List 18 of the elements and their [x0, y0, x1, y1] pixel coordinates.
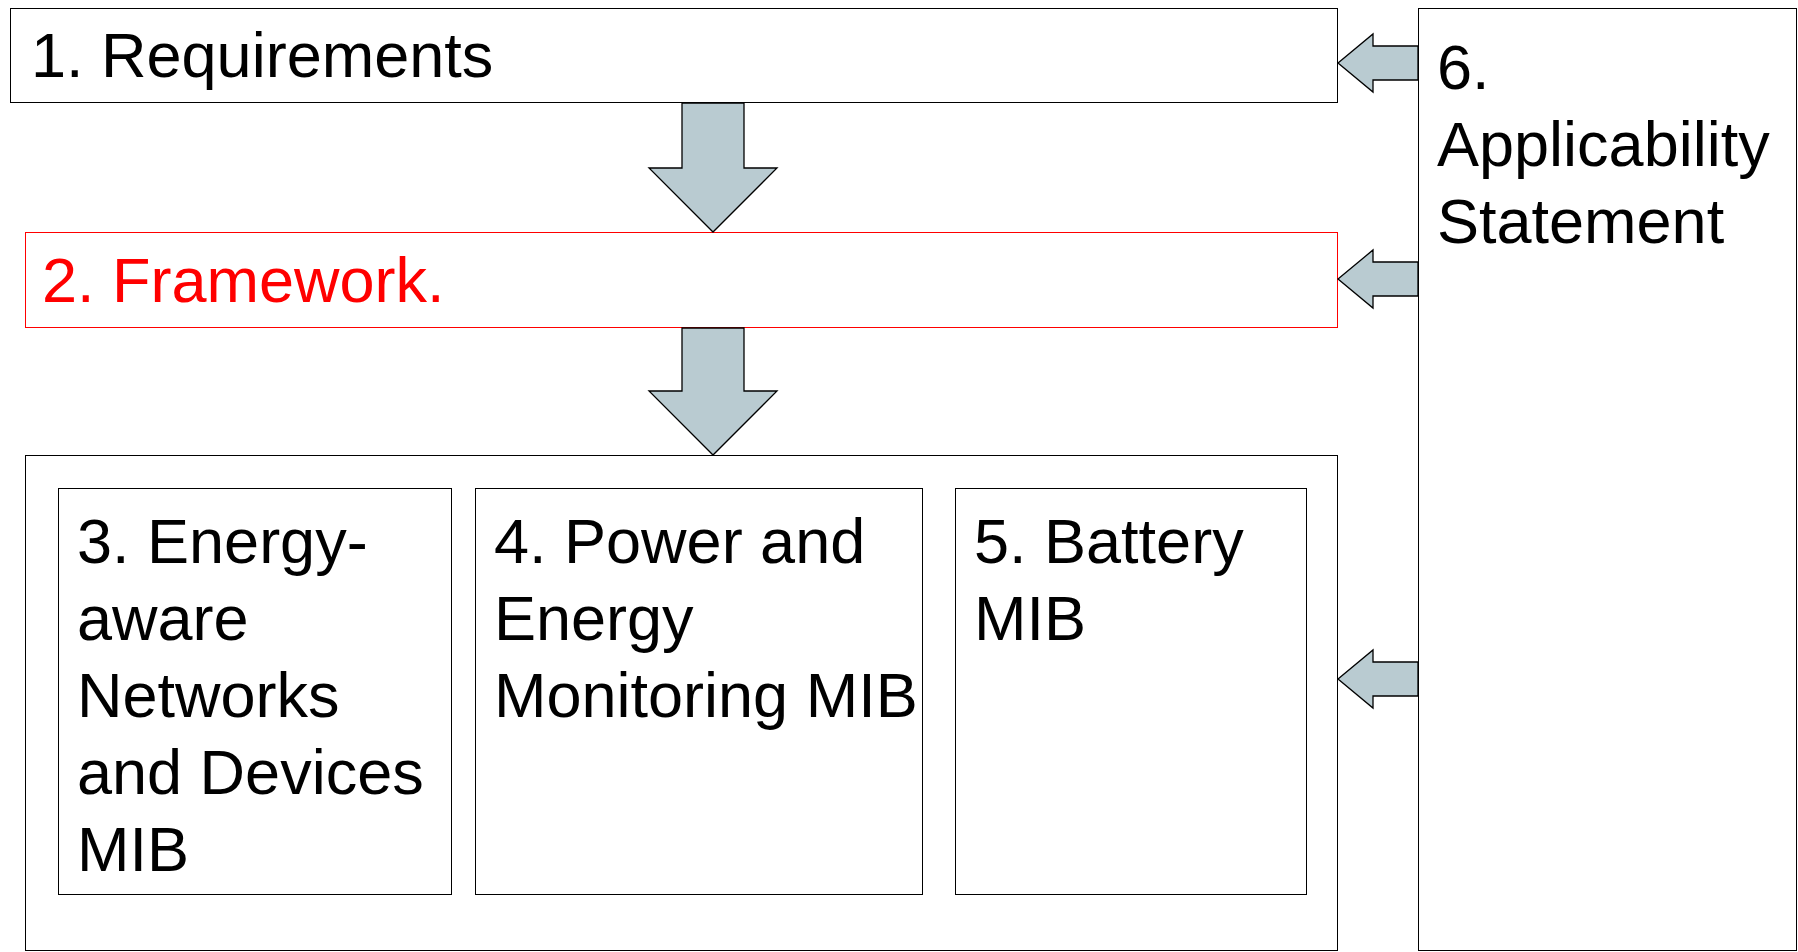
process-box — [10, 8, 1338, 103]
block-arrow — [1337, 248, 1419, 310]
box-label: 1. Requirements — [31, 19, 494, 92]
block-arrow — [1337, 648, 1419, 710]
block-arrow — [1337, 32, 1419, 94]
box-label: 5. Battery MIB — [974, 505, 1245, 655]
block-arrow — [647, 102, 779, 233]
box-label: 2. Framework. — [42, 243, 445, 317]
process-box — [475, 488, 923, 895]
process-box — [955, 488, 1307, 895]
container-box — [25, 455, 1338, 951]
box-label: 4. Power and Energy Monitoring MIB — [494, 505, 918, 732]
process-box — [58, 488, 452, 895]
process-box — [1418, 8, 1797, 951]
block-arrow — [647, 327, 779, 456]
box-label: 3. Energy-aware Networks and Devices MIB — [77, 505, 425, 886]
process-box — [25, 232, 1338, 328]
box-label: 6. Applicability Statement — [1437, 31, 1771, 258]
